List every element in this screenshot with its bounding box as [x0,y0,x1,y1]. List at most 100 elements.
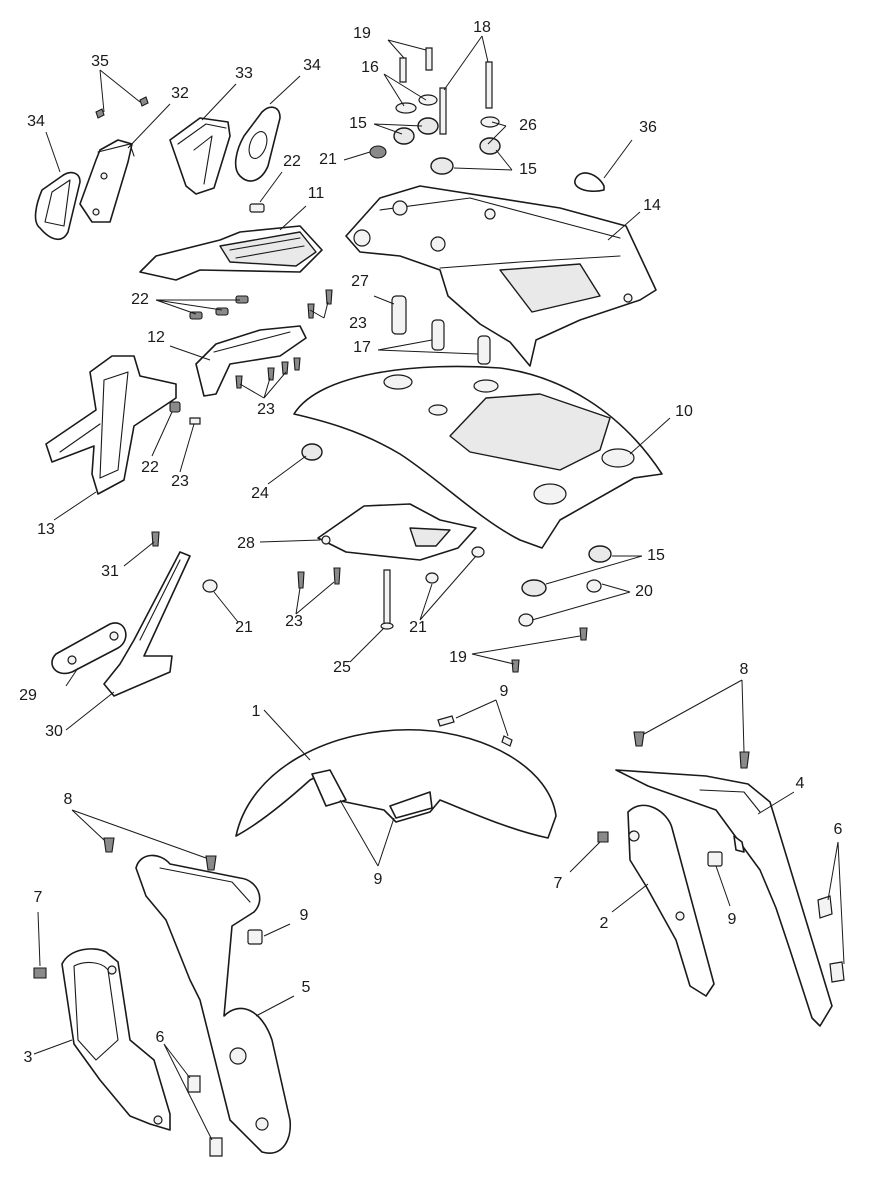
part-9-clips-top [437,715,513,747]
part-13-plate-holder [45,355,177,495]
callout-9c: 9 [728,911,737,928]
callout-21c: 21 [409,619,427,636]
callout-36: 36 [639,119,657,136]
callout-2: 2 [600,915,609,932]
part-25-long-bolt [380,569,394,630]
callout-5: 5 [302,979,311,996]
part-23-screw-lower-left [189,417,201,425]
callout-14: 14 [643,197,661,214]
part-14-rear-subframe [345,185,657,367]
part-5-fork-guard-left [135,854,291,1154]
callout-labels: 1 2 3 4 5 6 6 7 7 8 8 9 9 9 9 10 11 12 1… [19,19,842,1066]
callout-10: 10 [675,403,693,420]
part-21-nut-left [202,579,218,593]
part-22-clip-lower [169,401,181,413]
callout-15a: 15 [349,115,367,132]
callout-16: 16 [361,59,379,76]
part-30-mud-flap [103,551,191,697]
callout-33: 33 [235,65,253,82]
part-22-clips [189,295,249,320]
callout-6a: 6 [834,821,843,838]
callout-22a: 22 [283,153,301,170]
callout-8b: 8 [64,791,73,808]
part-34-reflector-left [34,171,81,240]
callout-13: 13 [37,521,55,538]
callout-1: 1 [252,703,261,720]
callout-15c: 15 [647,547,665,564]
callout-31: 31 [101,563,119,580]
part-21-nuts-center [425,546,485,584]
callout-23b: 23 [257,401,275,418]
part-6-screws-left [187,1075,223,1157]
callout-19b: 19 [449,649,467,666]
callout-22c: 22 [141,459,159,476]
part-10-rear-mudguard [293,365,663,549]
part-15-16-26-grommets [369,94,501,175]
part-9-clip-left [247,929,263,945]
part-24-grommet [301,443,323,461]
callout-26: 26 [519,117,537,134]
part-4-fork-guard-right [615,769,833,1027]
leader-lines [33,35,845,1141]
callout-7a: 7 [554,875,563,892]
callout-15b: 15 [519,161,537,178]
callout-17: 17 [353,339,371,356]
part-3-fork-cover-left [61,948,171,1131]
callout-27: 27 [351,273,369,290]
callout-25: 25 [333,659,351,676]
callout-23c: 23 [171,473,189,490]
part-23-screws-lower [297,567,341,589]
callout-35: 35 [91,53,109,70]
part-22-nut-top [249,203,265,213]
part-17-spacers [431,319,491,365]
part-9-clip-right [707,851,723,867]
callout-24: 24 [251,485,269,502]
part-8-screws-right [633,731,750,769]
callout-32: 32 [171,85,189,102]
part-31-screw [151,531,160,547]
part-7-screw-right [597,831,609,843]
callout-9d: 9 [300,907,309,924]
part-15-grommets-lower [521,545,612,597]
callout-11: 11 [308,185,325,202]
callout-8a: 8 [740,661,749,678]
callout-20: 20 [635,583,653,600]
part-6-screws-right [817,895,845,983]
callout-7b: 7 [34,889,43,906]
callout-12: 12 [147,329,165,346]
callout-3: 3 [24,1049,33,1066]
callout-23a: 23 [349,315,367,332]
callout-6b: 6 [156,1029,165,1046]
part-29-plate-spacer [51,622,127,675]
callout-29: 29 [19,687,37,704]
callout-21b: 21 [235,619,253,636]
part-19-screws-lower [511,627,588,673]
part-33-side-bracket [169,117,231,195]
part-8-screws-left [103,837,217,871]
callout-4: 4 [796,775,805,792]
callout-34a: 34 [27,113,45,130]
part-28-bracket [317,503,477,561]
callout-28: 28 [237,535,255,552]
part-32-reflector-bracket [79,139,135,223]
part-20-bushes [518,579,602,627]
part-7-screw-left [33,967,47,979]
part-18-19-bolts [399,47,493,135]
part-12-lamp-bracket [195,325,307,397]
part-34-reflector-right [234,106,281,182]
callout-34b: 34 [303,57,321,74]
part-27-spacer [391,295,407,335]
part-11-tail-cover [139,225,323,281]
callout-30: 30 [45,723,63,740]
part-23-screws-upper [307,289,333,319]
callout-9a: 9 [500,683,509,700]
part-36-circlip [574,172,605,193]
part-1-front-mudguard [235,729,557,839]
part-23-screws-middle [235,357,301,389]
callout-22b: 22 [131,291,149,308]
callout-18: 18 [473,19,491,36]
part-35-screws [95,96,149,119]
callout-23d: 23 [285,613,303,630]
callout-21a: 21 [319,151,337,168]
